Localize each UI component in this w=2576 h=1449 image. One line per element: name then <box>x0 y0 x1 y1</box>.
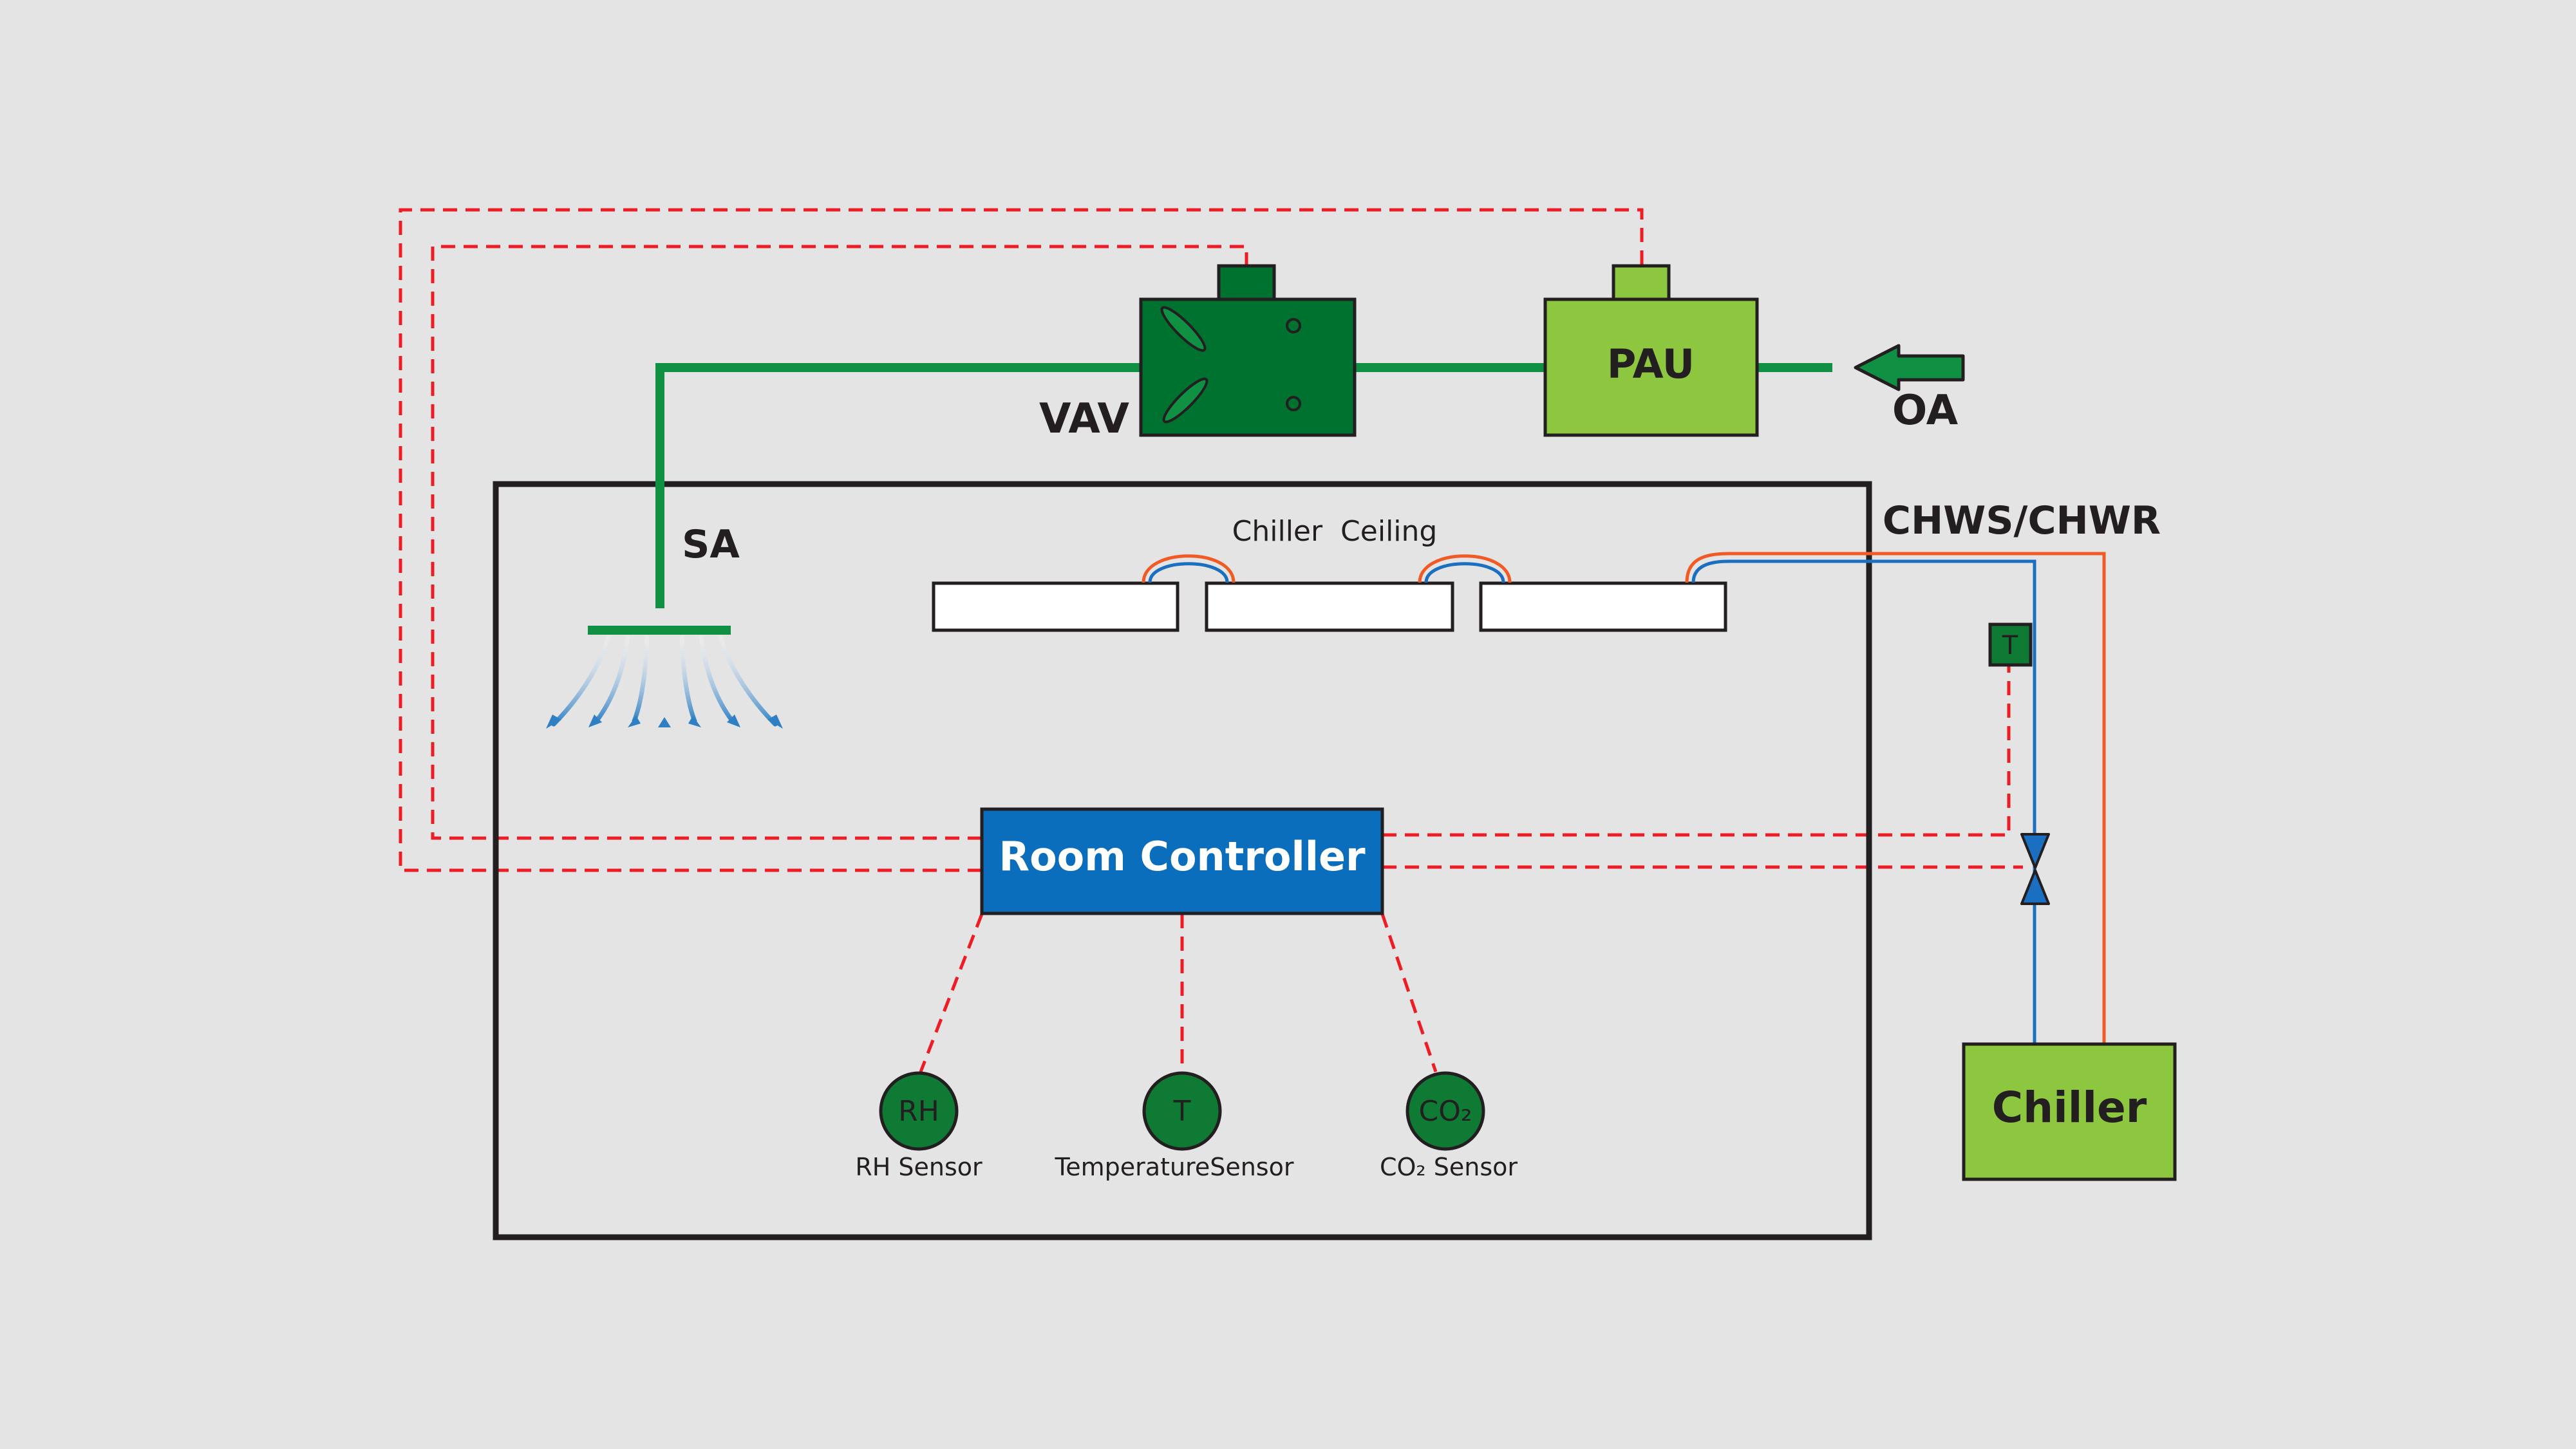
chilled-water-return-pipe <box>1685 552 2106 1044</box>
chilled-ceiling-panels <box>932 581 1727 632</box>
room-sensors <box>879 1071 1485 1151</box>
chiller-label: Chiller <box>1992 1083 2147 1132</box>
supply-air-duct <box>655 363 1832 608</box>
temperature-sensor-symbol: T <box>1173 1095 1191 1128</box>
room-boundary <box>493 481 1872 1240</box>
vav-unit <box>1139 264 1357 437</box>
temperature-sensor <box>1142 1071 1222 1151</box>
pipe-sensor-letter: T <box>2002 631 2018 660</box>
rh-sensor-symbol: RH <box>898 1095 939 1128</box>
ceiling-panel-2 <box>1205 581 1454 632</box>
vav-actuator <box>1217 264 1276 302</box>
pau-label: PAU <box>1607 341 1695 388</box>
panel-connector-loops <box>1142 554 1512 583</box>
signal-line-to-rh-sensor <box>919 913 984 1072</box>
vav-damper-pin-bottom <box>1286 396 1301 411</box>
vav-label: VAV <box>1039 395 1129 443</box>
temperature-sensor-caption: TemperatureSensor <box>1055 1153 1294 1181</box>
chiller-unit <box>1962 1042 2177 1181</box>
supply-air-label: SA <box>682 522 740 567</box>
chws-chwr-label: CHWS/CHWR <box>1883 498 2161 543</box>
ceiling-panel-3 <box>1479 581 1727 632</box>
room-controller-box <box>980 807 1384 915</box>
rh-sensor <box>879 1071 959 1151</box>
rh-sensor-caption: RH Sensor <box>855 1153 982 1181</box>
pau-unit <box>1543 264 1759 437</box>
pau-body <box>1543 297 1759 437</box>
co2-sensor-caption: CO₂ Sensor <box>1380 1153 1518 1181</box>
fan-blades-icon <box>1160 306 1208 424</box>
inlet-arrow-icon <box>1854 344 1965 391</box>
outdoor-air-label: OA <box>1892 387 1959 435</box>
air-diffuser-icon <box>546 626 783 729</box>
signal-line-controller-to-vav <box>431 245 1248 840</box>
control-signal-lines <box>399 208 2023 1072</box>
ceiling-panel-1 <box>932 581 1180 632</box>
signal-line-to-co2-sensor <box>1380 913 1438 1072</box>
pipe-temperature-sensor <box>1988 622 2033 667</box>
signal-line-controller-to-pau <box>399 208 1644 872</box>
room-controller-label: Room Controller <box>999 833 1366 880</box>
co2-sensor <box>1406 1071 1485 1151</box>
pau-actuator <box>1612 264 1671 302</box>
two-way-valve-icon <box>2020 833 2050 905</box>
vav-damper-pin-top <box>1286 318 1301 333</box>
chiller-ceiling-label: Chiller Ceiling <box>1232 515 1438 548</box>
chilled-water-supply-pipe <box>1691 559 2036 1044</box>
signal-line-controller-to-pipe-sensor <box>1382 663 2011 837</box>
co2-sensor-symbol: CO₂ <box>1419 1095 1472 1128</box>
